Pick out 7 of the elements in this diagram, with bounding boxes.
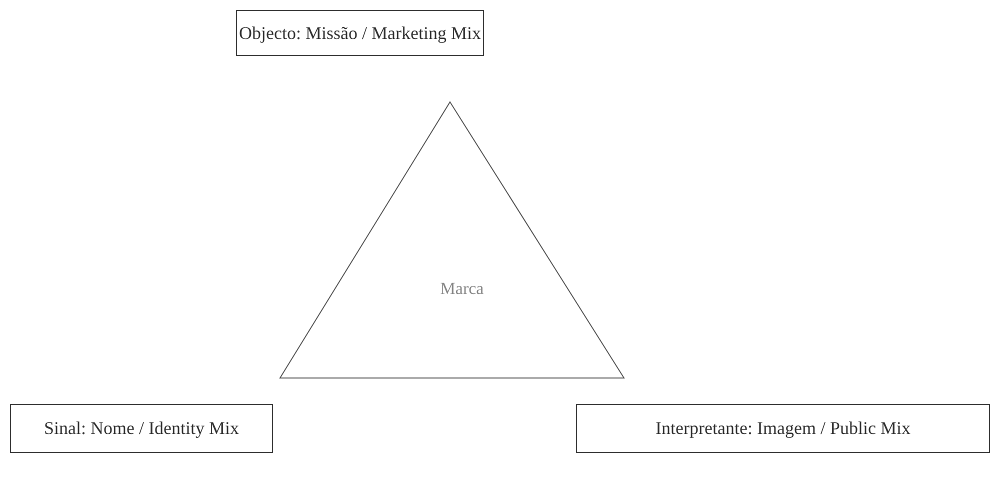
box-label: Sinal: Nome / Identity Mix: [44, 418, 239, 439]
text-box: [236, 10, 484, 56]
text-box: [10, 404, 273, 453]
node-label: Marca: [440, 279, 484, 300]
box-label: Objecto: Missão / Marketing Mix: [239, 22, 481, 44]
text-box: [576, 404, 990, 453]
box-label: Interpretante: Imagem / Public Mix: [656, 418, 910, 439]
